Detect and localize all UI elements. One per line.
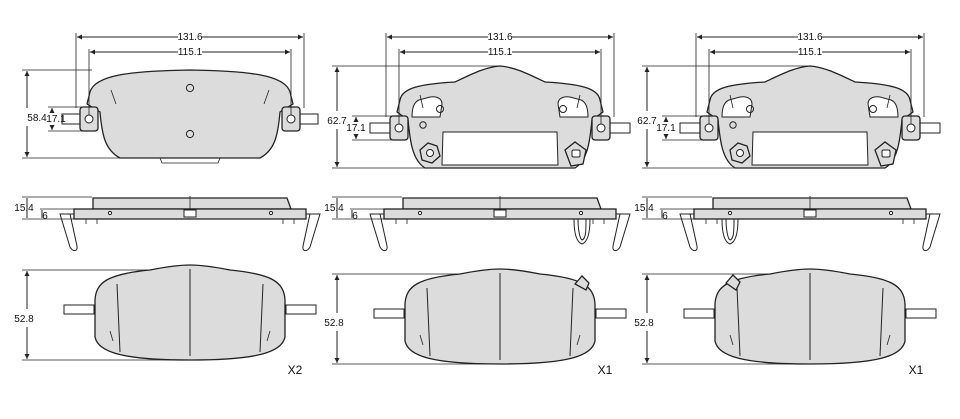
top-view-column-1: 131.6 115.1 58.4 17.1 (22, 32, 319, 164)
total-thickness-label: 15.4 (14, 203, 34, 214)
bottom-view-column-2: 52.8 X1 (324, 268, 627, 377)
height-label: 52.8 (634, 318, 654, 329)
tab-height-label: 17.1 (46, 114, 66, 125)
hole-span-label: 115.1 (178, 47, 203, 58)
plate-thickness-label: 6 (352, 211, 358, 222)
bottom-view-column-3: 52.8 X1 (634, 268, 937, 377)
hole-span-label: 115.1 (488, 47, 513, 58)
plate-thickness-label: 6 (42, 211, 48, 222)
side-view-column-3: 15.4 6 (634, 195, 941, 252)
hole-span-label: 115.1 (798, 47, 823, 58)
tab-height-label: 17.1 (346, 123, 366, 134)
tab-height-label: 17.1 (656, 123, 676, 134)
total-thickness-label: 15.4 (634, 203, 654, 214)
height-label: 52.8 (14, 314, 34, 325)
height-label: 62.7 (327, 116, 347, 127)
overall-width-label: 131.6 (487, 32, 512, 43)
quantity-label: X2 (288, 363, 303, 377)
top-view-column-2: 131.6 115.1 62.7 17.1 (327, 32, 631, 169)
height-label: 52.8 (324, 318, 344, 329)
height-label: 62.7 (637, 116, 657, 127)
quantity-label: X1 (598, 363, 613, 377)
side-view-column-2: 15.4 6 (324, 195, 631, 252)
overall-width-label: 131.6 (177, 32, 202, 43)
side-view-column-1: 15.4 6 (14, 195, 321, 252)
plate-thickness-label: 6 (662, 211, 668, 222)
top-view-column-3: 131.6 115.1 62.7 17.1 (637, 32, 941, 169)
bottom-view-column-1: 52.8 X2 (14, 264, 317, 377)
total-thickness-label: 15.4 (324, 203, 344, 214)
quantity-label: X1 (909, 363, 924, 377)
height-label: 58.4 (27, 113, 47, 124)
overall-width-label: 131.6 (797, 32, 822, 43)
